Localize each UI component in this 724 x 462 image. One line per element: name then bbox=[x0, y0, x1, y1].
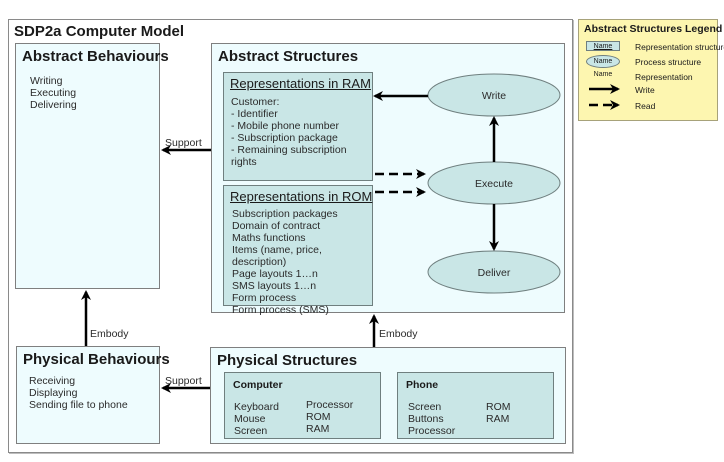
rom-box-title: Representations in ROM bbox=[230, 189, 373, 204]
process-execute-label: Execute bbox=[475, 178, 513, 190]
rom-list: Subscription packages Domain of contract… bbox=[232, 208, 372, 316]
abstract-behaviours-list: Writing Executing Delivering bbox=[30, 75, 77, 111]
process-write: Write bbox=[427, 73, 561, 117]
embody-label-right: Embody bbox=[379, 328, 418, 340]
legend-panel: Abstract Structures Legend Name Represen… bbox=[578, 19, 724, 121]
legend-representation-structure-label: Representation structure bbox=[635, 42, 724, 52]
list-item: Writing bbox=[30, 75, 63, 87]
list-item: Page layouts 1…n bbox=[232, 268, 318, 280]
ram-representations-box: Representations in RAM Customer: - Ident… bbox=[223, 72, 373, 181]
legend-representation-structure-icon: Name bbox=[586, 41, 620, 51]
process-deliver-label: Deliver bbox=[478, 267, 511, 279]
legend-write-label: Write bbox=[635, 85, 655, 95]
computer-col1: Keyboard Mouse Screen bbox=[234, 401, 279, 437]
list-item: Processor bbox=[408, 425, 456, 437]
list-item: - Remaining subscription rights bbox=[231, 144, 347, 168]
list-item: Keyboard bbox=[234, 401, 279, 413]
list-item: Screen bbox=[234, 425, 268, 437]
phone-col1: Screen Buttons Processor bbox=[408, 401, 455, 437]
legend-title: Abstract Structures Legend bbox=[584, 23, 723, 35]
legend-representation-label: Representation bbox=[635, 72, 693, 82]
list-item: Processor bbox=[306, 399, 354, 411]
list-item: ROM bbox=[486, 401, 511, 413]
model-title: SDP2a Computer Model bbox=[14, 23, 185, 40]
list-item: Items (name, price, description) bbox=[232, 244, 322, 268]
list-item: RAM bbox=[306, 423, 330, 435]
physical-behaviours-list: Receiving Displaying Sending file to pho… bbox=[29, 375, 128, 411]
process-write-label: Write bbox=[482, 90, 506, 102]
physical-behaviours-panel: Physical Behaviours Receiving Displaying… bbox=[16, 346, 170, 444]
list-item: Executing bbox=[30, 87, 77, 99]
list-item: - Identifier bbox=[231, 108, 278, 120]
phone-col2: ROM RAM bbox=[486, 401, 511, 425]
phone-box-title: Phone bbox=[406, 379, 439, 391]
support-label-top: Support bbox=[165, 137, 202, 149]
abstract-behaviours-title: Abstract Behaviours bbox=[22, 48, 169, 65]
abstract-behaviours-panel: Abstract Behaviours Writing Executing De… bbox=[15, 43, 169, 289]
process-deliver: Deliver bbox=[427, 250, 561, 294]
list-item: Sending file to phone bbox=[29, 399, 128, 411]
computer-box: Computer Keyboard Mouse Screen Processor… bbox=[224, 372, 381, 439]
list-item: - Subscription package bbox=[231, 132, 338, 144]
ram-box-title: Representations in RAM bbox=[230, 76, 371, 91]
computer-box-title: Computer bbox=[233, 379, 283, 391]
list-item: Form process bbox=[232, 292, 297, 304]
legend-process-structure-label: Process structure bbox=[635, 57, 702, 67]
list-item: Form process (SMS) bbox=[232, 304, 329, 316]
computer-col2: Processor ROM RAM bbox=[306, 399, 353, 435]
list-item: Customer: bbox=[231, 96, 280, 108]
legend-arrow-icons bbox=[589, 84, 620, 110]
rom-representations-box: Representations in ROM Subscription pack… bbox=[223, 185, 373, 316]
list-item: ROM bbox=[306, 411, 331, 423]
list-item: Displaying bbox=[29, 387, 78, 399]
list-item: Buttons bbox=[408, 413, 444, 425]
list-item: Receiving bbox=[29, 375, 76, 387]
embody-label-left: Embody bbox=[90, 328, 129, 340]
list-item: SMS layouts 1…n bbox=[232, 280, 317, 292]
process-execute: Execute bbox=[427, 161, 561, 205]
ram-list: Customer: - Identifier - Mobile phone nu… bbox=[231, 96, 372, 168]
physical-behaviours-title: Physical Behaviours bbox=[23, 351, 170, 368]
list-item: Subscription packages bbox=[232, 208, 338, 220]
phone-box: Phone Screen Buttons Processor ROM RAM bbox=[397, 372, 554, 439]
list-item: Domain of contract bbox=[232, 220, 321, 232]
list-item: Delivering bbox=[30, 99, 77, 111]
list-item: Screen bbox=[408, 401, 442, 413]
list-item: Mouse bbox=[234, 413, 266, 425]
list-item: Maths functions bbox=[232, 232, 306, 244]
abstract-structures-title: Abstract Structures bbox=[218, 48, 359, 65]
list-item: - Mobile phone number bbox=[231, 120, 339, 132]
legend-process-structure-icon: Name bbox=[586, 55, 620, 68]
legend-representation-icon: Name bbox=[593, 71, 613, 78]
support-label-bottom: Support bbox=[165, 375, 202, 387]
legend-read-label: Read bbox=[635, 101, 656, 111]
list-item: RAM bbox=[486, 413, 510, 425]
physical-structures-title: Physical Structures bbox=[217, 352, 358, 369]
